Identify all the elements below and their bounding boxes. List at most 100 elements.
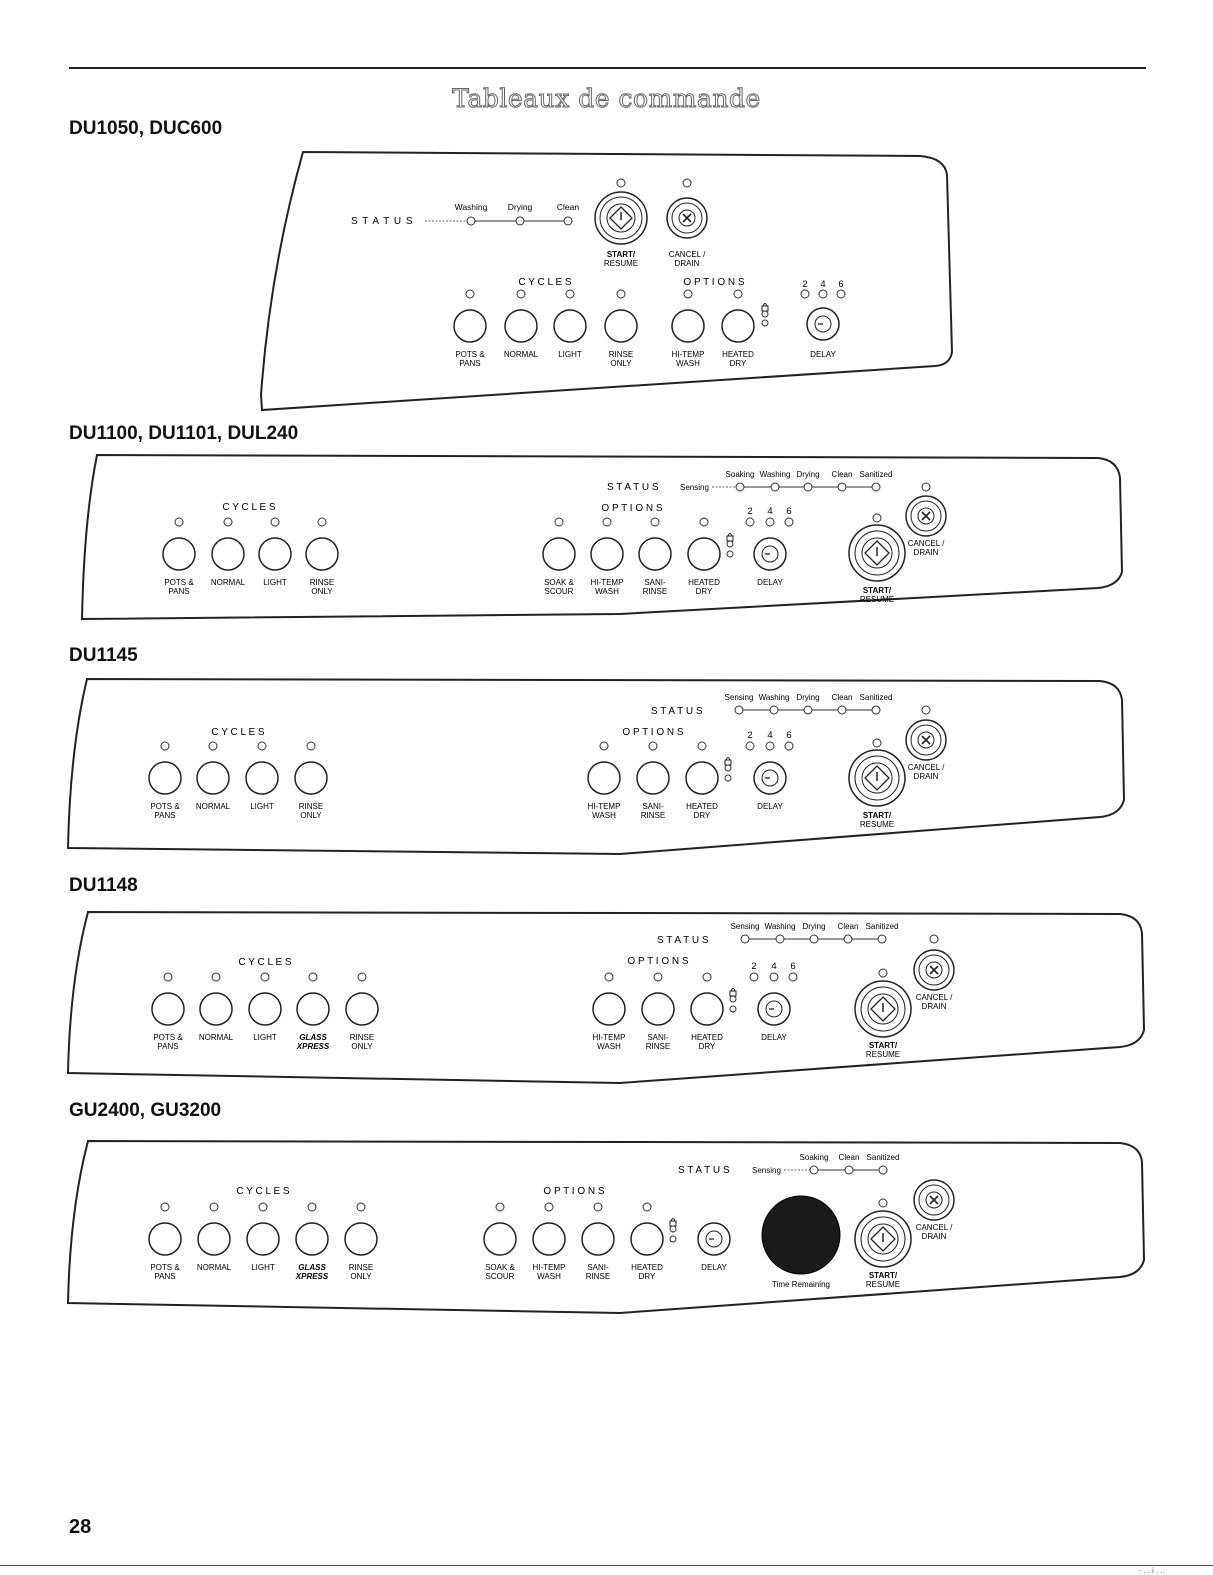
option-label-1: SOAK & [485,1263,515,1272]
option-button-sani-rinse[interactable] [641,992,675,1026]
start-light [616,178,626,188]
cancel-drain-button[interactable] [905,495,947,537]
delay-button[interactable] [753,761,787,795]
cycle-button-light[interactable] [245,761,279,795]
cycle-button-pots-pans[interactable] [162,537,196,571]
cancel-label-2: DRAIN [914,548,939,557]
cycle-label-1: LIGHT [263,578,287,587]
option-button-hi-temp-wash[interactable] [532,1222,566,1256]
delay-light [784,517,794,527]
cycle-button-rinse-only[interactable] [294,761,328,795]
option-button-hi-temp-wash[interactable] [587,761,621,795]
time-remaining-label: Time Remaining [772,1280,830,1289]
delay-light [800,289,810,299]
option-button-sani-rinse[interactable] [636,761,670,795]
cycle-button-light[interactable] [246,1222,280,1256]
cycle-label-1: POTS & [150,802,180,811]
start-resume-button[interactable] [848,524,906,582]
cycle-button-light[interactable] [248,992,282,1026]
option-button-heated-dry[interactable] [721,309,755,343]
cycle-button-normal[interactable] [197,1222,231,1256]
delay-label: DELAY [761,1033,787,1042]
cycle-button-pots-pans[interactable] [453,309,487,343]
cancel-label-2: DRAIN [914,772,939,781]
option-light [653,972,663,982]
option-label-2: WASH [676,359,700,368]
option-button-sani-rinse[interactable] [638,537,672,571]
option-button-soak-scour[interactable] [542,537,576,571]
cycle-label-1: NORMAL [197,1263,232,1272]
option-button-sani-rinse[interactable] [581,1222,615,1256]
delay-button[interactable] [753,537,787,571]
cycle-button-pots-pans[interactable] [148,1222,182,1256]
option-button-hi-temp-wash[interactable] [671,309,705,343]
delay-button[interactable] [697,1222,731,1256]
delay-hour-4: 4 [820,279,825,290]
status-label: S T A T U S [607,482,659,493]
delay-button[interactable] [806,307,840,341]
status-light-clean [837,705,847,715]
cycle-label-1: POTS & [455,350,485,359]
cycle-button-light[interactable] [553,309,587,343]
cycle-label-1: RINSE [299,802,323,811]
start-resume-button[interactable] [854,1210,912,1268]
cycle-light [516,289,526,299]
cancel-x-icon [682,213,692,223]
option-button-heated-dry[interactable] [687,537,721,571]
cycle-button-rinse-only[interactable] [344,1222,378,1256]
cancel-drain-button[interactable] [913,1179,955,1221]
cycle-button-glass-xpress[interactable] [295,1222,329,1256]
start-resume-button[interactable] [854,980,912,1038]
start-resume-button[interactable] [594,191,648,245]
cycle-button-rinse-only[interactable] [345,992,379,1026]
option-light [554,517,564,527]
cycle-label-1: RINSE [310,578,334,587]
start-label-1: START/ [863,811,892,820]
corner-mark: - . . i . .. [1138,1566,1165,1575]
cancel-drain-button[interactable] [905,719,947,761]
option-button-hi-temp-wash[interactable] [590,537,624,571]
cancel-drain-button[interactable] [913,949,955,991]
option-button-heated-dry[interactable] [690,992,724,1026]
cycle-button-rinse-only[interactable] [305,537,339,571]
delay-light [769,972,779,982]
cancel-x-icon [921,735,931,745]
status-drying-label: Drying [796,470,819,479]
option-button-soak-scour[interactable] [483,1222,517,1256]
cycle-button-normal[interactable] [199,992,233,1026]
cycle-button-light[interactable] [258,537,292,571]
delay-light [765,517,775,527]
cycle-label-2: ONLY [610,359,632,368]
option-button-heated-dry[interactable] [630,1222,664,1256]
cycle-button-normal[interactable] [196,761,230,795]
start-icon [870,996,896,1022]
cycle-light [270,517,280,527]
cancel-light [929,934,939,944]
cycle-button-normal[interactable] [211,537,245,571]
cycle-label-1: NORMAL [196,802,231,811]
option-label-2: WASH [597,1042,621,1051]
delay-hour-6: 6 [786,506,791,517]
cycle-button-pots-pans[interactable] [148,761,182,795]
cycle-button-glass-xpress[interactable] [296,992,330,1026]
cycles-label: C Y C L E S [236,1186,290,1197]
option-label-1: HI-TEMP [672,350,705,359]
start-resume-button[interactable] [848,749,906,807]
model-heading-4: DU1148 [69,875,138,896]
start-label-1: START/ [607,250,636,259]
status-light-washing [770,482,780,492]
delay-label: DELAY [810,350,836,359]
option-light [593,1202,603,1212]
option-button-heated-dry[interactable] [685,761,719,795]
status-clean-label: Clean [832,693,853,702]
option-label-1: HI-TEMP [591,578,624,587]
option-button-hi-temp-wash[interactable] [592,992,626,1026]
cancel-drain-button[interactable] [666,197,708,239]
model-heading-1: DU1050, DUC600 [69,118,223,139]
delay-button[interactable] [757,992,791,1026]
lock-light [726,540,734,548]
cycle-button-rinse-only[interactable] [604,309,638,343]
cycle-button-normal[interactable] [504,309,538,343]
cycle-light [356,1202,366,1212]
cycle-button-pots-pans[interactable] [151,992,185,1026]
